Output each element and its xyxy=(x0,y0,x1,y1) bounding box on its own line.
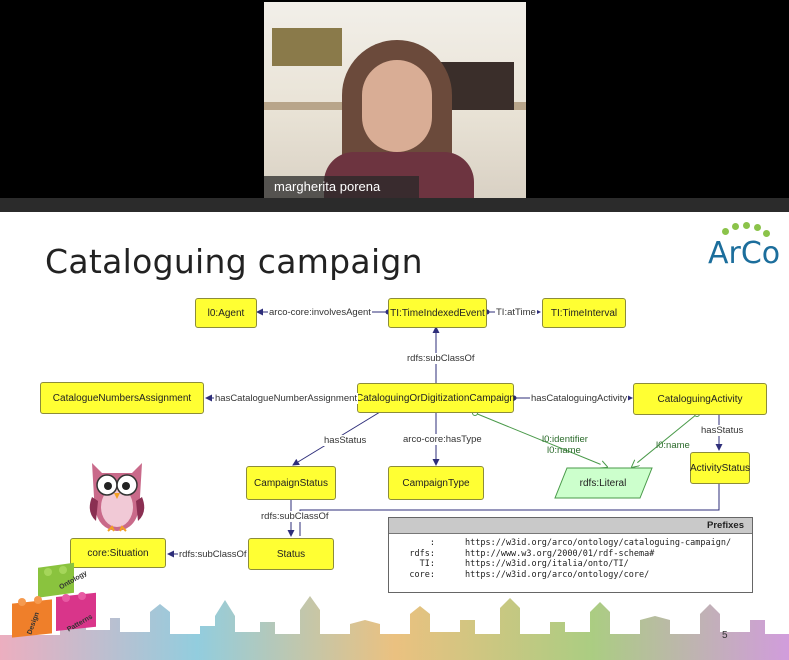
split-divider[interactable] xyxy=(0,198,789,408)
label-has-status: hasStatus xyxy=(323,435,368,446)
prefix-row: core: https://w3id.org/arco/ontology/core… xyxy=(389,570,752,581)
owl-illustration xyxy=(89,463,145,532)
node-activity-status[interactable]: ActivityStatus xyxy=(690,452,750,484)
prefix-key: TI: xyxy=(419,559,435,569)
label-name-activity: l0:name xyxy=(656,440,690,451)
odp-bricks-logo xyxy=(12,562,96,638)
label-subclassof-situation: rdfs:subClassOf xyxy=(178,549,248,560)
logo-dot xyxy=(763,230,770,237)
label-identifier: l0:identifier xyxy=(542,434,588,445)
node-campaign-type[interactable]: CampaignType xyxy=(388,466,484,500)
logo-dot xyxy=(732,223,739,230)
label-activity-has-status: hasStatus xyxy=(700,425,745,436)
prefix-row: rdfs: http://www.w3.org/2000/01/rdf-schem… xyxy=(389,549,752,560)
city-skyline-decoration xyxy=(0,596,789,660)
prefixes-table: Prefixes : https://w3id.org/arco/ontology… xyxy=(388,517,753,593)
node-core-situation[interactable]: core:Situation xyxy=(70,538,166,568)
prefix-key: : xyxy=(429,538,435,548)
node-catalogue-numbers-assignment[interactable]: CatalogueNumbersAssignment xyxy=(40,382,204,414)
prefix-row: TI: https://w3id.org/italia/onto/TI/ xyxy=(389,559,752,570)
prefix-value: https://w3id.org/arco/ontology/core/ xyxy=(465,569,650,580)
slide-title: Cataloguing campaign xyxy=(45,242,423,281)
logo-text: ArCo xyxy=(708,236,781,271)
wall-poster xyxy=(272,28,342,66)
edge-activity-status-to-status xyxy=(299,484,720,536)
prefix-value: https://w3id.org/italia/onto/TI/ xyxy=(465,559,629,569)
shared-slide: Cataloguing campaign ArCo xyxy=(0,212,789,660)
arco-logo: ArCo xyxy=(708,222,781,272)
edge-identifier xyxy=(474,412,607,467)
participant-video[interactable] xyxy=(264,2,526,198)
label-involves-agent: arco-core:involvesAgent xyxy=(268,307,372,318)
logo-dot xyxy=(743,222,750,229)
edge-name-activity xyxy=(632,413,698,467)
prefixes-rows: : https://w3id.org/arco/ontology/catalogu… xyxy=(389,534,752,580)
prefix-value: https://w3id.org/arco/ontology/catalogui… xyxy=(465,538,732,548)
label-has-type: arco-core:hasType xyxy=(402,434,483,445)
logo-dot xyxy=(754,224,761,231)
node-rdfs-literal[interactable]: rdfs:Literal xyxy=(579,477,627,489)
prefix-row: : https://w3id.org/arco/ontology/catalogu… xyxy=(389,538,752,549)
node-campaign-status[interactable]: CampaignStatus xyxy=(246,466,336,500)
prefix-key: rdfs: xyxy=(409,548,435,559)
label-subclassof-top: rdfs:subClassOf xyxy=(406,353,476,364)
label-at-time: TI:atTime xyxy=(495,307,537,318)
page-number: 5 xyxy=(722,630,728,641)
label-name-campaign: l0:name xyxy=(547,445,581,456)
prefix-value: http://www.w3.org/2000/01/rdf-schema# xyxy=(465,548,655,559)
node-agent[interactable]: l0:Agent xyxy=(195,298,257,328)
logo-dot xyxy=(722,228,729,235)
label-subclassof-status: rdfs:subClassOf xyxy=(260,511,330,522)
participant-face xyxy=(362,60,432,152)
prefixes-header: Prefixes xyxy=(389,518,752,534)
participant-name-tag: margherita porena xyxy=(264,176,419,198)
label-has-cataloguing-activity: hasCataloguingActivity xyxy=(530,393,629,404)
prefix-key: core: xyxy=(409,569,435,580)
video-strip: margherita porena xyxy=(0,0,789,204)
node-campaign[interactable]: CataloguingOrDigitizationCampaign xyxy=(356,383,515,413)
node-status[interactable]: Status xyxy=(248,538,334,570)
label-has-catalogue-number: hasCatalogueNumberAssignment xyxy=(214,393,359,404)
node-ti-interval[interactable]: TI:TimeInterval xyxy=(542,298,626,328)
node-cataloguing-activity[interactable]: CataloguingActivity xyxy=(633,383,767,415)
node-ti-event[interactable]: TI:TimeIndexedEvent xyxy=(388,298,487,328)
